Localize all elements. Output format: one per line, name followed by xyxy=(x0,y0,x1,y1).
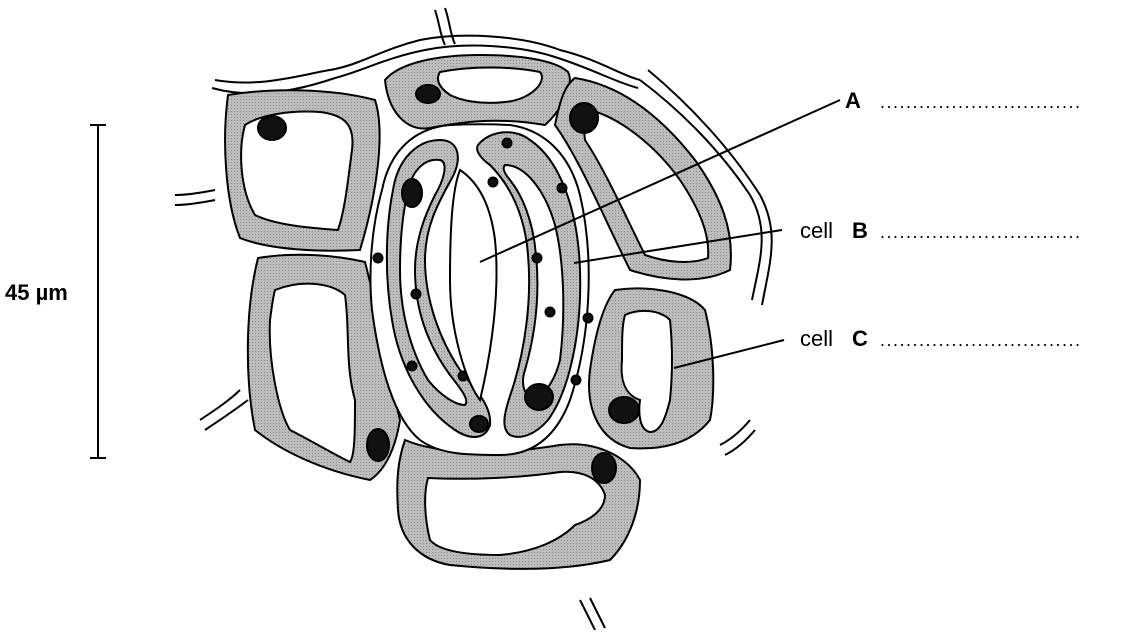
scale-bar-label: 45 µm xyxy=(5,280,68,305)
label-c-letter: C xyxy=(852,326,868,351)
label-b-letter: B xyxy=(852,218,868,243)
top-epidermal-cell xyxy=(385,55,570,128)
scale-bar xyxy=(90,125,106,458)
label-b-answer-line[interactable]: ............................... xyxy=(880,222,1082,242)
label-c-answer-line[interactable]: ............................... xyxy=(880,330,1082,350)
label-b-prefix: cell xyxy=(800,218,833,243)
cell-c xyxy=(589,288,713,448)
bottom-epidermal-cell xyxy=(397,440,640,569)
label-a-answer-line[interactable]: ............................... xyxy=(880,92,1082,112)
label-a-letter: A xyxy=(845,88,861,113)
label-c-prefix: cell xyxy=(800,326,833,351)
guard-cells xyxy=(370,124,592,455)
top-left-epidermal-cell xyxy=(225,90,379,250)
